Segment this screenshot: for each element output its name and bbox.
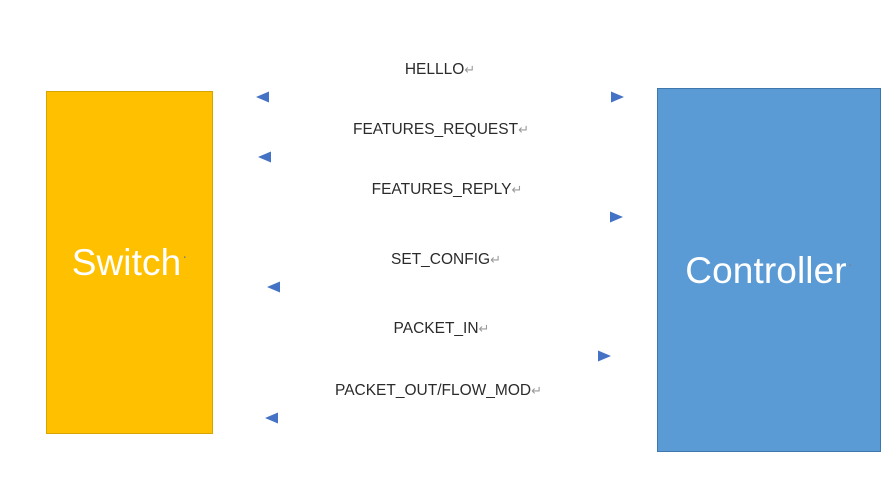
carriage-return-icon: ↵ (490, 252, 501, 267)
message-features-request-arrow (258, 146, 624, 168)
message-features-request[interactable]: FEATURES_REQUEST↵ (258, 122, 624, 168)
message-packet-out-flow-mod-arrow (265, 407, 612, 429)
carriage-return-icon: ↵ (518, 122, 529, 137)
message-set-config[interactable]: SET_CONFIG↵ (267, 252, 625, 298)
message-helllo[interactable]: HELLLO↵ (256, 62, 624, 108)
message-set-config-text: SET_CONFIG (391, 251, 491, 268)
carriage-return-icon: ↵ (511, 182, 523, 197)
carriage-return-icon: ↵ (464, 62, 476, 77)
message-packet-in-label: PACKET_IN↵ (272, 321, 611, 337)
node-switch[interactable]: Switch· (46, 91, 213, 434)
node-controller-dot: · (847, 255, 853, 273)
message-packet-in-text: PACKET_IN (393, 320, 479, 337)
message-packet-out-flow-mod[interactable]: PACKET_OUT/FLOW_MOD↵ (265, 383, 612, 429)
message-features-request-label: FEATURES_REQUEST↵ (258, 122, 624, 138)
message-packet-in-arrow (272, 345, 611, 367)
message-features-reply-text: FEATURES_REPLY (371, 181, 512, 198)
message-packet-out-flow-mod-label: PACKET_OUT/FLOW_MOD↵ (265, 383, 612, 399)
message-packet-out-flow-mod-text: PACKET_OUT/FLOW_MOD (335, 382, 532, 399)
message-helllo-text: HELLLO (404, 61, 465, 78)
carriage-return-icon: ↵ (531, 383, 542, 398)
node-switch-dot: · (182, 248, 188, 265)
message-helllo-label: HELLLO↵ (256, 62, 624, 78)
message-set-config-label: SET_CONFIG↵ (267, 252, 625, 268)
message-features-reply-label: FEATURES_REPLY↵ (271, 182, 623, 198)
message-features-request-text: FEATURES_REQUEST (353, 121, 519, 138)
node-controller-label: Controller (685, 249, 847, 291)
node-switch-label: Switch (71, 242, 182, 283)
message-features-reply-arrow (271, 206, 623, 228)
message-features-reply[interactable]: FEATURES_REPLY↵ (271, 182, 623, 228)
message-packet-in[interactable]: PACKET_IN↵ (272, 321, 611, 367)
message-set-config-arrow (267, 276, 625, 298)
carriage-return-icon: ↵ (478, 321, 490, 336)
message-helllo-arrow (256, 86, 624, 108)
node-controller[interactable]: Controller· (657, 88, 881, 452)
